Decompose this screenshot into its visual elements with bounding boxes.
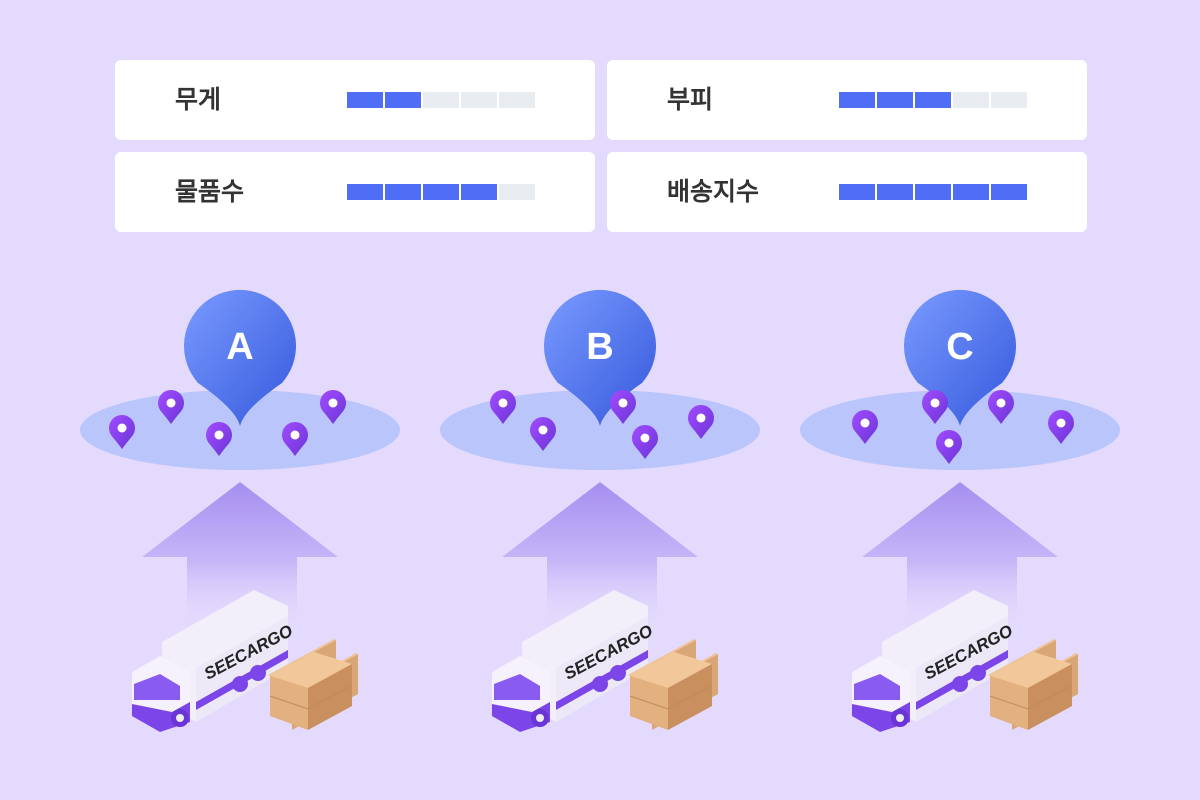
zone-label: B	[586, 326, 613, 368]
level-segment-filled	[953, 184, 989, 200]
level-segment-empty	[991, 92, 1027, 108]
zone-a: A SEECARGO	[80, 289, 400, 732]
metric-level-bar	[839, 92, 1027, 108]
level-segment-empty	[499, 184, 535, 200]
metric-level-bar	[347, 92, 535, 108]
metric-card-item-count: 물품수	[115, 152, 595, 232]
level-segment-filled	[385, 92, 421, 108]
level-segment-filled	[839, 92, 875, 108]
zone-area	[440, 390, 760, 470]
metric-level-bar	[839, 184, 1027, 200]
level-segment-filled	[461, 184, 497, 200]
level-segment-filled	[915, 92, 951, 108]
level-segment-filled	[915, 184, 951, 200]
arrow-up-icon	[142, 482, 338, 630]
metric-label: 배송지수	[667, 178, 760, 206]
zone-label: A	[226, 326, 253, 368]
level-segment-filled	[877, 92, 913, 108]
level-segment-filled	[347, 92, 383, 108]
level-segment-empty	[423, 92, 459, 108]
arrow-up-icon	[502, 482, 698, 630]
arrow-up-icon	[862, 482, 1058, 630]
level-segment-filled	[423, 184, 459, 200]
map-pin-icon	[184, 289, 297, 426]
level-segment-filled	[839, 184, 875, 200]
cargo-boxes-icon	[628, 639, 718, 730]
metric-label: 물품수	[175, 178, 245, 206]
metric-card-volume: 부피	[607, 60, 1087, 140]
zone-c: C SEECARGO	[800, 289, 1120, 732]
zone-b: B SEECARGO	[440, 289, 760, 732]
zone-label: C	[946, 326, 973, 368]
level-segment-empty	[499, 92, 535, 108]
level-segment-empty	[953, 92, 989, 108]
truck-icon: SEECARGO	[852, 590, 1078, 732]
level-segment-filled	[385, 184, 421, 200]
level-segment-empty	[461, 92, 497, 108]
cargo-boxes-icon	[268, 639, 358, 730]
zone-area	[80, 390, 400, 470]
metric-level-bar	[347, 184, 535, 200]
truck-icon: SEECARGO	[492, 590, 718, 732]
level-segment-filled	[991, 184, 1027, 200]
zone-area	[800, 390, 1120, 470]
metric-card-delivery-points: 배송지수	[607, 152, 1087, 232]
truck-icon: SEECARGO	[132, 590, 358, 732]
metric-label: 부피	[667, 86, 714, 114]
level-segment-filled	[877, 184, 913, 200]
metric-label: 무게	[175, 86, 222, 114]
metric-card-weight: 무게	[115, 60, 595, 140]
cargo-boxes-icon	[988, 639, 1078, 730]
level-segment-filled	[347, 184, 383, 200]
